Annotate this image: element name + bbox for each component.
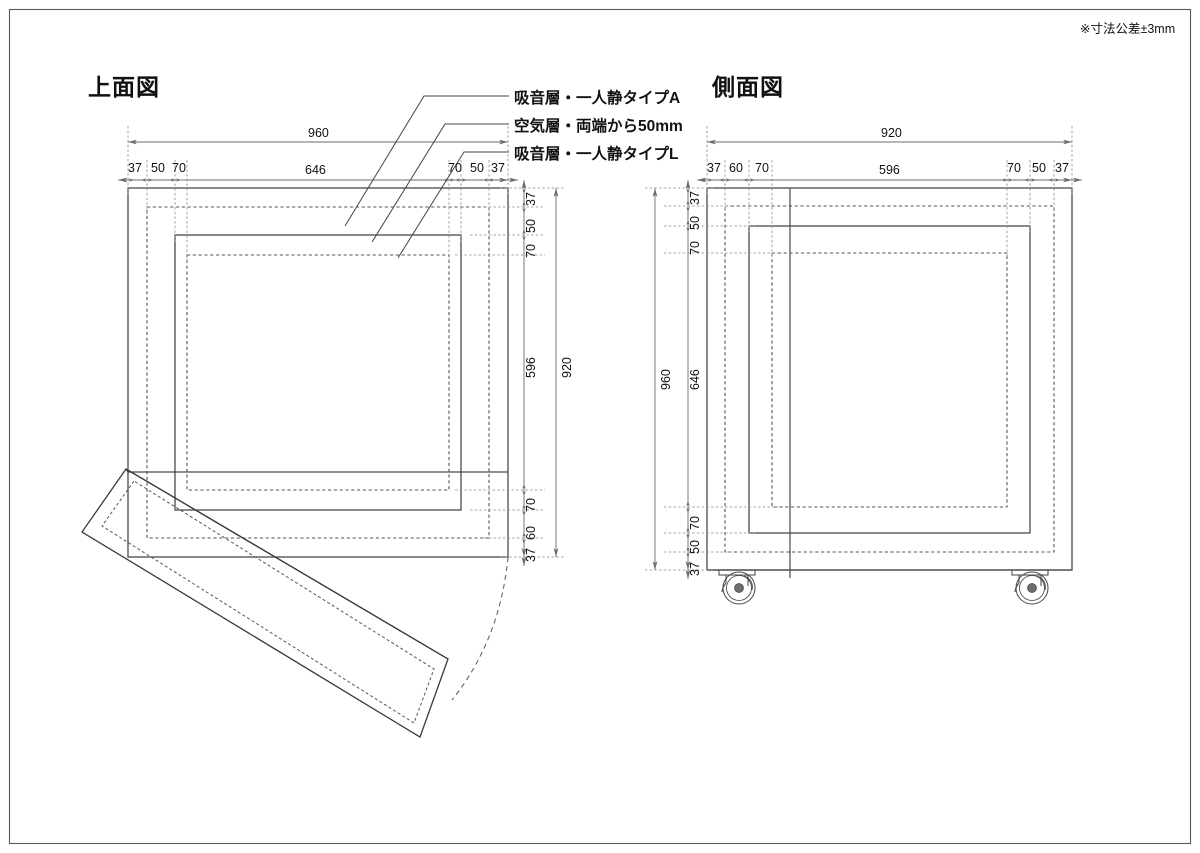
side-dim-text-h-37b: 37 [688,562,702,576]
top-layer-air-gap [174,234,462,511]
side-dim-text-w-50: 50 [1032,161,1046,175]
sheet-border [8,8,1192,845]
top-dim-text-h-37b: 37 [524,548,538,562]
top-dim-text-646: 646 [305,163,326,177]
callout-label-air-gap: 空気層・両端から50mm [514,118,683,135]
side-dim-text-w-37b: 37 [1055,161,1069,175]
top-dim-text-w-50b: 50 [470,161,484,175]
side-view-geometry [645,126,1082,605]
side-dim-text-w-70b: 70 [1007,161,1021,175]
door-panel-edge [125,468,449,660]
top-dim-text-h-70a: 70 [524,244,538,258]
side-dim-text-w-60: 60 [729,161,743,175]
top-dim-text-596: 596 [524,357,538,378]
side-dim-text-h-70a: 70 [688,241,702,255]
top-outer-shell [127,187,509,558]
top-view-geometry [81,95,566,738]
top-extension-lines-h [455,187,566,558]
door-panel-group [81,468,509,738]
side-dim-text-646: 646 [688,369,702,390]
door-swing-arc [451,556,509,701]
side-dim-text-h-37a: 37 [688,191,702,205]
side-dim-text-w-37a: 37 [707,161,721,175]
tolerance-note: ※寸法公差±3mm [1080,22,1176,36]
side-dim-text-h-50a: 50 [688,216,702,230]
side-dim-text-920: 920 [881,126,902,140]
side-dim-text-w-70a: 70 [755,161,769,175]
top-dim-text-h-37a: 37 [524,192,538,206]
top-dim-text-w-37b: 37 [491,161,505,175]
side-layer-absorb-l [771,252,1008,508]
side-dim-text-960: 960 [659,369,673,390]
callout-label-absorb-l: 吸音層・一人静タイプL [514,146,679,163]
top-dim-text-w-37a: 37 [128,161,142,175]
top-layer-absorb-l [186,254,450,491]
top-dim-text-w-50a: 50 [151,161,165,175]
top-view-title: 上面図 [88,74,160,100]
callout-label-absorb-a: 吸音層・一人静タイプA [514,90,681,107]
top-extension-lines-v [127,126,509,262]
top-dim-text-w-70a: 70 [172,161,186,175]
side-dim-text-596: 596 [879,163,900,177]
side-layer-air-gap [748,225,1031,534]
side-view-title: 側面図 [712,74,784,100]
side-dim-text-h-50b: 50 [688,540,702,554]
top-dim-text-920: 920 [560,357,574,378]
top-layer-absorb-a [146,206,490,539]
leader-absorb-a [344,95,509,227]
top-dim-text-960: 960 [308,126,329,140]
side-outer-shell [706,187,1073,571]
side-layer-absorb-a [724,205,1055,553]
top-dim-text-h-70b: 70 [524,498,538,512]
door-hinge-line [125,468,129,473]
leader-absorb-l [397,151,509,259]
side-extension-lines-v [706,126,1073,258]
door-panel-core [101,480,435,724]
leader-air-gap [371,123,509,243]
top-dim-text-w-70b: 70 [448,161,462,175]
callout-leaders [344,95,509,259]
caster-left [718,569,756,605]
door-panel-outer [81,468,449,738]
caster-right [1011,569,1049,605]
top-dim-text-h-60: 60 [524,526,538,540]
top-dim-text-h-50a: 50 [524,219,538,233]
side-dim-text-h-70b: 70 [688,516,702,530]
